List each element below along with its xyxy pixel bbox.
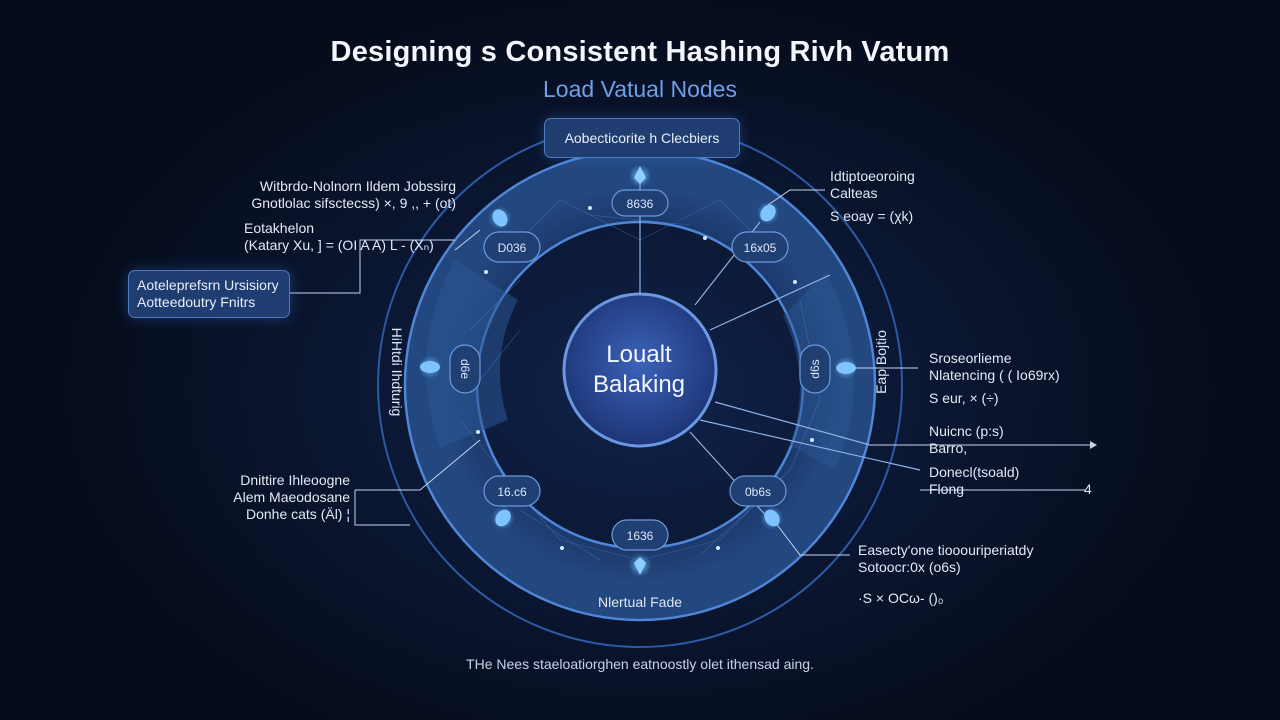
top-callout-box: Aobecticorite h Clecbiers bbox=[544, 118, 740, 158]
node-label-bottom: 1636 bbox=[627, 529, 654, 543]
annotation-top-left-line: (Katary Xu, ] = (OI A A) L - (Xₙ) bbox=[244, 237, 434, 253]
annotation-right-mid-line: S eur, × (÷) bbox=[929, 390, 999, 406]
annotation-top-right: Idtiptoeoroing Calteas S eoay = (χk) bbox=[830, 168, 915, 225]
center-label-line-2: Balaking bbox=[592, 371, 686, 398]
annotation-top-left: Witbrdo-Nolnorn Ildem Jobssirg Gnotlolac… bbox=[200, 178, 456, 212]
annotation-right-low-1-line: Barro, bbox=[929, 440, 968, 456]
annotation-right-low-1: Nuicnc (p:s) Barro, bbox=[929, 423, 1004, 457]
node-label-top-left: D036 bbox=[498, 241, 527, 255]
virtual-node-label: Nlertual Fade bbox=[597, 594, 683, 610]
node-label-bottom-right: 0b6s bbox=[745, 485, 771, 499]
center-label-line-1: Loualt bbox=[606, 341, 672, 368]
footer-caption: THe Nees staeloatiorghen eatnoostly olet… bbox=[466, 656, 814, 672]
annotation-right-low-2-number: 4 bbox=[1084, 481, 1092, 497]
node-label-top-right: 16x05 bbox=[744, 241, 777, 255]
diagram-title: Designing s Consistent Hashing Rivh Vatu… bbox=[330, 36, 950, 68]
annotation-bottom-right: Easecty'one tiooouriperiatdy Sotoocr:0x … bbox=[858, 542, 1033, 607]
annotation-left-low-line: Dnittire Ihleoogne bbox=[240, 472, 350, 488]
annotation-left-low: Dnittire Ihleoogne Alem Maeodosane Donhe… bbox=[190, 472, 350, 523]
annotation-left-low-line: Alem Maeodosane bbox=[233, 489, 350, 505]
annotation-top-left-line: Gnotlolac sifsctecss) ×, 9 ,, + (ot) bbox=[251, 195, 456, 211]
diagram-subtitle: Load Vatual Nodes bbox=[543, 76, 737, 102]
left-callout-box: Aoteleprefsrn Ursisiory Aotteedoutry Fni… bbox=[128, 270, 290, 318]
left-callout-line-1: Aoteleprefsrn Ursisiory bbox=[137, 277, 279, 293]
annotation-right-mid: Sroseorlieme Nlatencing ( ( Io69rx) S eu… bbox=[929, 350, 1060, 407]
annotation-right-mid-line: Sroseorlieme bbox=[929, 350, 1012, 366]
sparkles bbox=[476, 206, 814, 550]
left-callout-line-2: Aotteedoutry Fnitrs bbox=[137, 294, 256, 310]
annotation-right-mid-line: Nlatencing ( ( Io69rx) bbox=[929, 367, 1060, 383]
annotation-top-right-line: Calteas bbox=[830, 185, 878, 201]
center-label: Loualt Balaking bbox=[564, 340, 714, 400]
node-pins bbox=[418, 164, 858, 577]
annotation-bottom-right-line: Sotoocr:0x (o6s) bbox=[858, 559, 961, 575]
ring-side-label-right: Eap Bojtio bbox=[873, 330, 889, 394]
leader-lines bbox=[290, 189, 1090, 556]
annotation-right-low-2-line: Donecl(tsoald) bbox=[929, 464, 1020, 480]
node-label-top: 8636 bbox=[627, 197, 654, 211]
node-label-bottom-left: 16.c6 bbox=[497, 485, 527, 499]
ring-side-label-left: HiHtdi Ihdturig bbox=[389, 328, 405, 417]
node-label-right: d6s bbox=[808, 359, 822, 378]
ring-node-badges: 8636 16x05 D036 1636 0b6s 16.c6 d6e d6s bbox=[449, 189, 831, 551]
annotation-right-low-2-line: Flong bbox=[929, 481, 965, 497]
annotation-right-low-1-line: Nuicnc (p:s) bbox=[929, 423, 1004, 439]
annotation-right-low-2: Donecl(tsoald) Flong bbox=[929, 464, 1019, 498]
annotation-top-right-line: Idtiptoeoroing bbox=[830, 168, 915, 184]
annotation-left-low-line: Donhe cats (Äl) ¦ bbox=[245, 506, 350, 522]
annotation-top-left-line: Eotakhelon bbox=[244, 220, 315, 236]
node-label-left: d6e bbox=[458, 359, 472, 379]
annotation-top-left-line: Witbrdo-Nolnorn Ildem Jobssirg bbox=[259, 178, 456, 194]
annotation-bottom-right-line: ·S × OCω- ()₀ bbox=[858, 590, 944, 606]
annotation-top-left-b: Eotakhelon (Katary Xu, ] = (OI A A) L - … bbox=[244, 220, 434, 254]
arrow-head-right bbox=[1090, 441, 1097, 449]
annotation-top-right-line: S eoay = (χk) bbox=[830, 208, 914, 224]
annotation-bottom-right-line: Easecty'one tiooouriperiatdy bbox=[858, 542, 1034, 558]
